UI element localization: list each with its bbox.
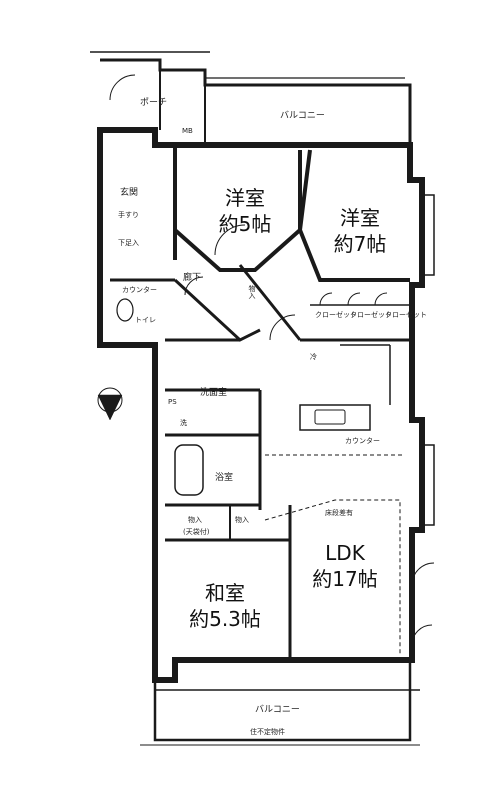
label-washroom: 洗面室 <box>200 388 228 398</box>
label-washer: 洗 <box>180 419 187 427</box>
label-storage-2: 物入 <box>235 516 249 524</box>
label-porch: ポーチ <box>140 98 168 108</box>
label-fridge: 冷 <box>310 353 317 361</box>
room-name-ldk: LDK <box>325 541 365 565</box>
kitchen-counter <box>299 404 371 431</box>
label-toilet: トイレ <box>135 316 156 324</box>
porch-wall <box>100 58 412 145</box>
label-floor-change: 床段差有 <box>325 509 353 517</box>
room-size-western-7: 約7帖 <box>333 232 387 256</box>
label-futon-storage: (天袋付) <box>183 528 210 536</box>
label-balcony-bottom: バルコニー <box>255 705 300 715</box>
room-size-ldk: 約17帖 <box>312 567 378 591</box>
label-counter: カウンター <box>122 286 157 294</box>
label-closet-3: クローゼット <box>385 311 427 319</box>
wall-room5 <box>173 150 302 272</box>
label-closet-1: クローゼット <box>315 311 357 319</box>
label-bathroom: 浴室 <box>215 473 234 483</box>
room-name-western-5: 洋室 <box>225 186 265 210</box>
room-name-western-7: 洋室 <box>340 206 380 230</box>
label-closet-2: クローゼット <box>350 311 392 319</box>
north-arrow <box>97 394 123 421</box>
room-name-japanese: 和室 <box>205 581 245 605</box>
window-room7 <box>421 194 435 276</box>
label-mb: MB <box>182 127 193 135</box>
window-ldk <box>421 444 435 526</box>
ldk-dashed-outline <box>264 499 401 655</box>
room-size-japanese: 約5.3帖 <box>189 607 261 631</box>
room-size-western-5: 約5帖 <box>218 212 272 236</box>
door-swing-porch <box>109 74 136 101</box>
label-ps: PS <box>168 398 177 406</box>
label-entrance: 玄関 <box>120 188 139 198</box>
closet-doors <box>319 292 388 306</box>
label-balcony-top: バルコニー <box>280 111 325 121</box>
label-kitchen-counter: カウンター <box>345 437 380 445</box>
balcony-bottom <box>153 660 412 742</box>
bathtub <box>174 444 204 496</box>
label-handrail: 手すり <box>118 211 139 219</box>
label-note-bottom: 住不定物件 <box>250 728 285 736</box>
kitchen-sink <box>314 409 346 425</box>
label-storage-3: 物入 <box>248 285 256 299</box>
toilet-bowl <box>116 298 134 322</box>
label-hallway: 廊下 <box>183 273 202 283</box>
label-storage-1: 物入 <box>188 516 202 524</box>
label-shoe-closet: 下足入 <box>118 239 139 247</box>
wall-room7-left <box>297 149 410 282</box>
